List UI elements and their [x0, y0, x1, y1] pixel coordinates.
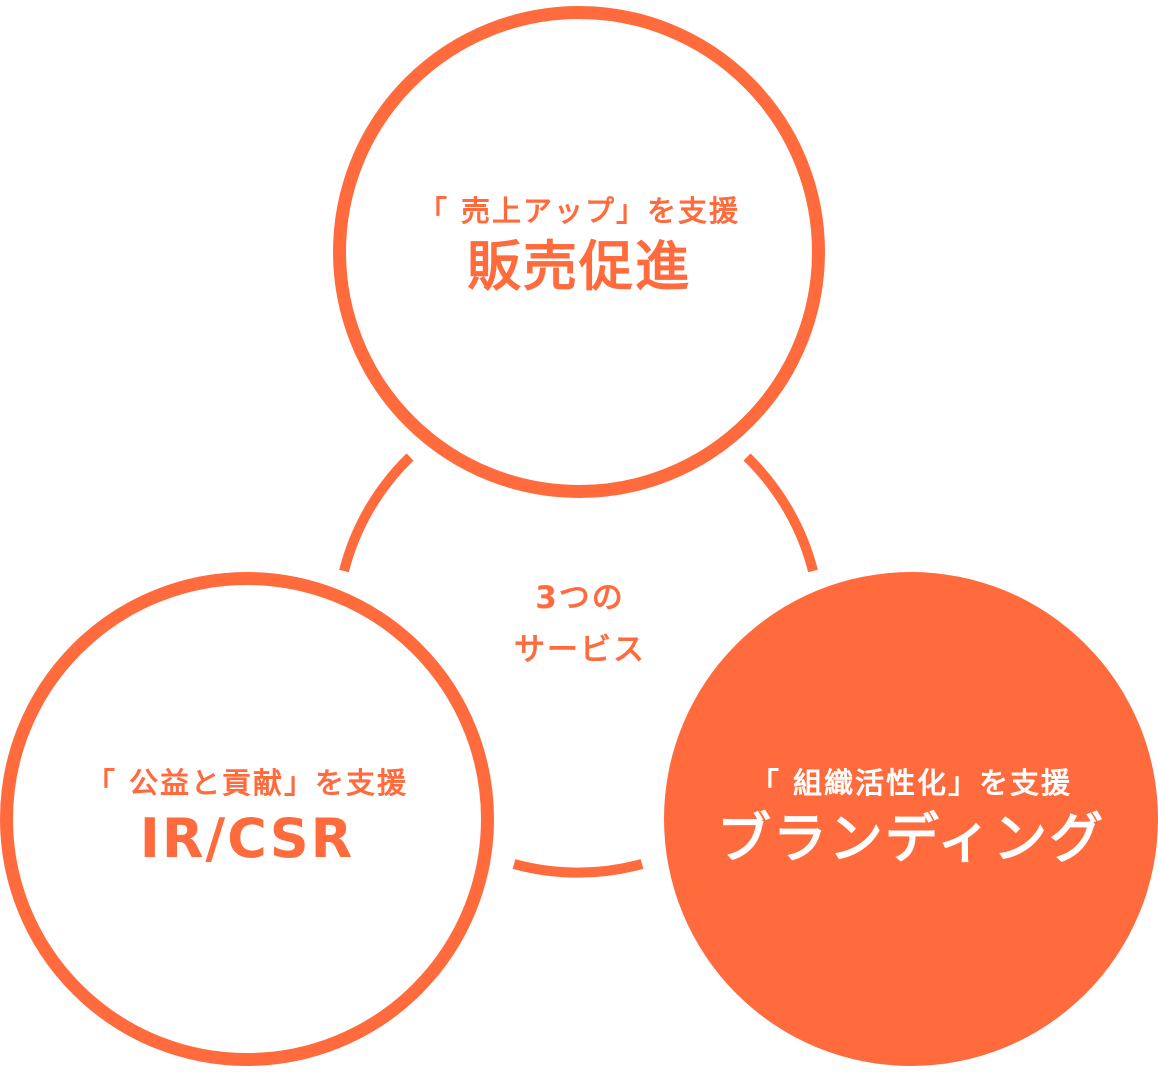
service-subtitle: 「 売上アップ」を支援 [417, 193, 741, 228]
service-circle-sales-promotion[interactable]: 「 売上アップ」を支援 販売促進 [333, 6, 825, 498]
service-content: 「 公益と貢献」を支援 IR/CSR [86, 766, 408, 872]
service-subtitle: 「 組織活性化」を支援 [749, 765, 1073, 800]
center-label-line1: 3つの [535, 580, 625, 616]
arc-top-right [743, 453, 818, 573]
service-title: IR/CSR [139, 806, 355, 870]
service-circle-branding[interactable]: 「 組織活性化」を支援 ブランディング [664, 572, 1158, 1066]
service-content: 「 売上アップ」を支援 販売促進 [418, 194, 740, 300]
service-subtitle: 「 公益と貢献」を支援 [85, 765, 409, 800]
service-title: ブランディング [716, 806, 1106, 870]
arc-top-left [339, 453, 414, 573]
center-label-line2: サービス [514, 632, 646, 668]
center-label: 3つの サービス [480, 572, 680, 676]
arc-bottom [512, 859, 644, 878]
service-title: 販売促進 [466, 234, 691, 298]
service-circle-ir-csr[interactable]: 「 公益と貢献」を支援 IR/CSR [0, 572, 494, 1066]
service-content: 「 組織活性化」を支援 ブランディング [717, 766, 1105, 872]
